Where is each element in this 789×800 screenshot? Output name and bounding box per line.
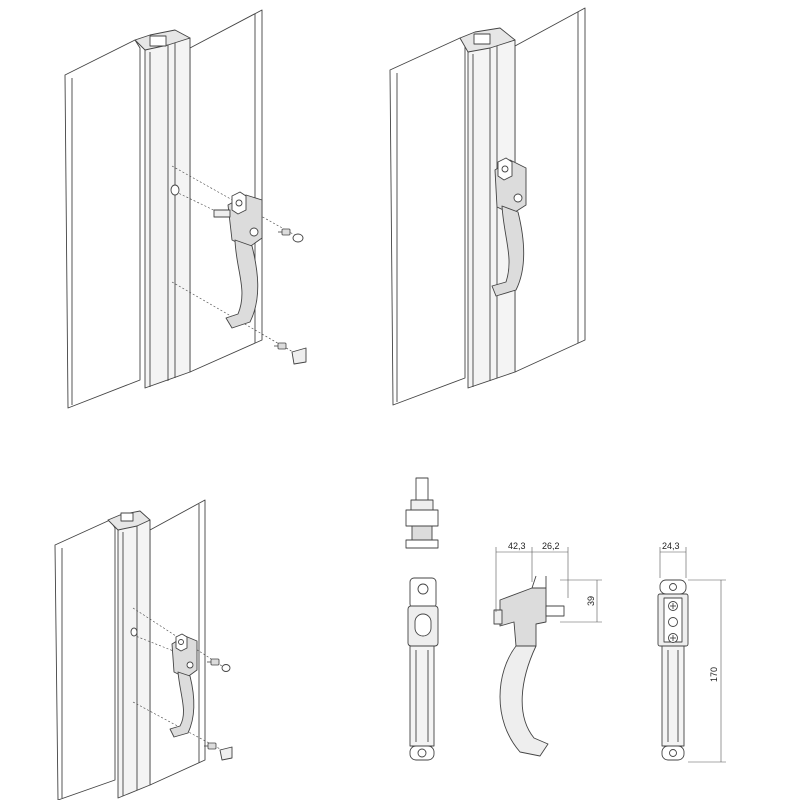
cover-cap-icon (291, 347, 307, 365)
dimension-170: 170 (709, 667, 719, 682)
screw-icon (277, 228, 291, 236)
cover-cap-icon (292, 233, 304, 243)
assembly-exploded-view-2 (54, 499, 233, 800)
dimension-26-2: 26,2 (542, 541, 560, 551)
assembly-exploded-view (64, 9, 307, 409)
window-handle (491, 157, 527, 297)
screw-icon (206, 658, 220, 666)
assembly-mounted-view (389, 7, 586, 406)
screw-head-icon (668, 617, 678, 627)
dimension-lines (495, 547, 726, 763)
explode-lines (132, 607, 226, 751)
dimension-42-3: 42,3 (508, 541, 526, 551)
side-view-handle (493, 575, 565, 757)
window-handle (213, 191, 263, 329)
top-view (405, 477, 439, 549)
screw-icon (273, 342, 287, 350)
window-handle (169, 633, 198, 738)
dimension-39: 39 (586, 596, 596, 606)
central-profile (134, 29, 191, 389)
central-profile (107, 510, 151, 799)
screw-icon (203, 742, 217, 750)
orthographic-views (405, 477, 689, 761)
left-panel (389, 37, 466, 406)
front-view-handle (407, 577, 439, 761)
dimension-24-3: 24,3 (662, 541, 680, 551)
cover-cap-icon (221, 664, 231, 672)
cover-cap-icon (219, 746, 233, 761)
central-profile (459, 27, 516, 389)
left-panel (54, 519, 116, 800)
left-panel (64, 39, 141, 409)
front-view-detail (657, 579, 689, 761)
